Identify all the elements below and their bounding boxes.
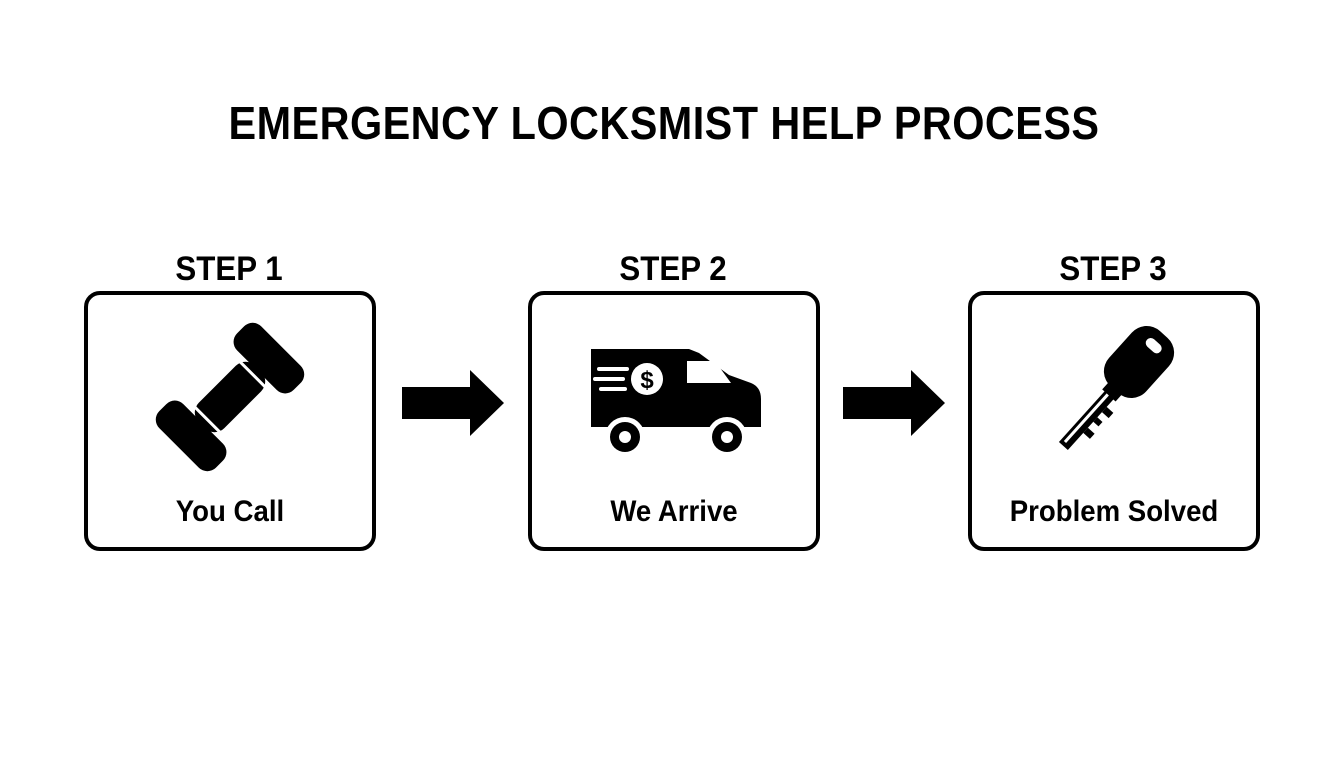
van-badge-symbol: $ — [640, 367, 654, 394]
step-3-box: Problem Solved — [968, 291, 1260, 551]
step-2-label: STEP 2 — [619, 250, 727, 288]
arrow-right-icon — [402, 370, 506, 436]
step-2: STEP 2 $ We Arrive — [528, 248, 820, 551]
step-1: STEP 1 You Call — [84, 248, 376, 551]
step-3-caption: Problem Solved — [1009, 495, 1219, 528]
step-2-caption: We Arrive — [610, 495, 738, 528]
step-1-caption: You Call — [175, 495, 285, 528]
diagram-title: EMERGENCY LOCKSMIST HELP PROCESS — [228, 97, 1100, 149]
delivery-van-icon: $ — [532, 317, 816, 477]
step-3: STEP 3 Problem Solved — [968, 248, 1260, 551]
step-1-box: You Call — [84, 291, 376, 551]
step-2-box: $ We Arrive — [528, 291, 820, 551]
step-1-label: STEP 1 — [175, 250, 283, 288]
phone-handset-icon — [88, 317, 372, 477]
key-icon — [972, 317, 1256, 477]
step-3-label: STEP 3 — [1059, 250, 1167, 288]
arrow-right-icon — [843, 370, 947, 436]
